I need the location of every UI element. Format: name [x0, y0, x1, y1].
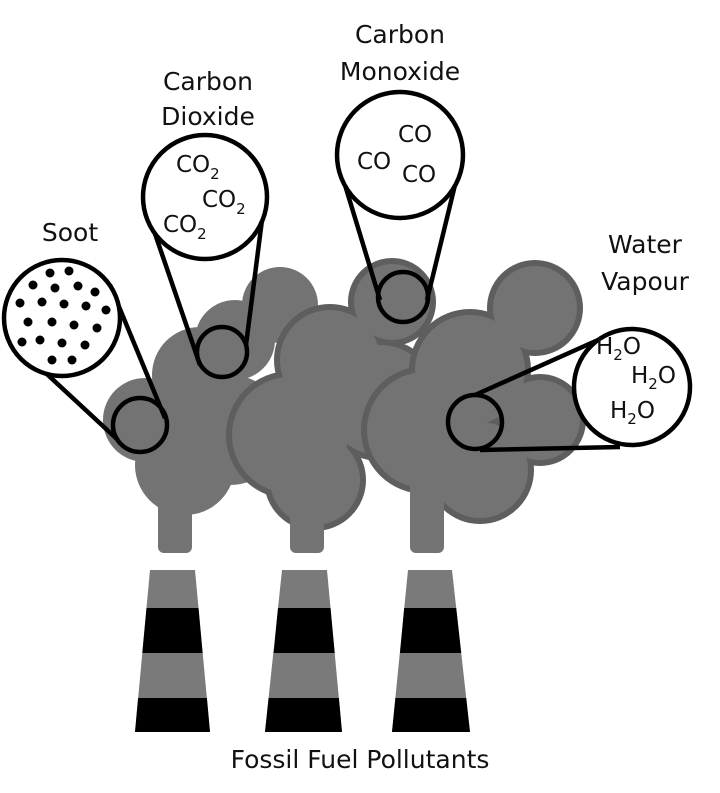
h2o-label-line2: Vapour: [601, 267, 689, 296]
co-label-line2: Monoxide: [340, 57, 460, 86]
co2-lens: [194, 324, 250, 380]
soot-label: Soot: [42, 218, 98, 247]
co2-label-line2: Dioxide: [161, 102, 255, 131]
h2o-molecule: H2O: [610, 398, 655, 428]
co2-molecule: CO2: [202, 187, 246, 218]
h2o-molecule: H2O: [596, 334, 641, 364]
co2-molecule: CO2: [163, 212, 207, 243]
co-label-line1: Carbon: [355, 20, 445, 49]
soot-particles-icon: [15, 266, 111, 365]
chimney-1: [135, 570, 210, 732]
soot-circle: [1, 257, 123, 379]
chimney-3: [392, 570, 470, 732]
chimney-2: [265, 570, 342, 732]
h2o-lens: [445, 392, 505, 452]
co2-molecule: CO2: [176, 152, 220, 183]
soot-lens: [110, 395, 170, 455]
h2o-circle: [571, 326, 693, 448]
co2-label-line1: Carbon: [163, 67, 253, 96]
smoke-plume-right: [361, 260, 586, 553]
diagram-title: Fossil Fuel Pollutants: [231, 745, 490, 774]
co-molecule: CO: [402, 162, 436, 188]
h2o-molecule: H2O: [631, 363, 676, 393]
co2-circle: [140, 132, 270, 262]
co-molecule: CO: [357, 149, 391, 175]
co-molecule: CO: [398, 122, 432, 148]
co-lens: [375, 269, 431, 325]
h2o-label-line1: Water: [608, 230, 683, 259]
co-circle: [334, 89, 466, 221]
